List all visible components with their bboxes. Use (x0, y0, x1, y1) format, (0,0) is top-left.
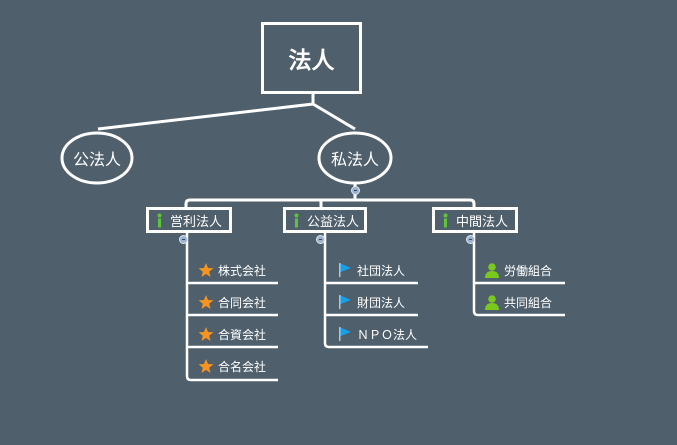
leaf-label: 社団法人 (357, 263, 406, 278)
collapse-toggle-intermediate[interactable] (466, 235, 475, 244)
leaf-item[interactable]: 社団法人 (337, 260, 405, 280)
info-icon (294, 213, 299, 227)
info-icon (443, 213, 448, 227)
category-public-interest[interactable]: 公益法人 (283, 207, 367, 233)
flag-icon (339, 327, 351, 341)
leaf-item[interactable]: 共同組合 (484, 292, 552, 312)
leaf-label: 株式会社 (218, 263, 267, 278)
leaf-label: 合同会社 (218, 295, 267, 310)
collapse-toggle-commercial[interactable] (179, 235, 188, 244)
star-icon (198, 295, 214, 309)
category-label: 中間法人 (456, 214, 509, 230)
person-icon (485, 295, 499, 310)
leaf-item[interactable]: 合名会社 (198, 356, 266, 376)
leaf-label: 財団法人 (357, 295, 406, 310)
star-icon (198, 327, 214, 341)
flag-icon (339, 295, 351, 309)
category-label: 営利法人 (170, 214, 223, 230)
leaf-label: 合資会社 (218, 327, 267, 342)
category-commercial[interactable]: 営利法人 (146, 207, 232, 233)
collapse-toggle-public-interest[interactable] (316, 235, 325, 244)
root-node-label: 法人 (288, 48, 335, 74)
person-icon (485, 263, 499, 278)
leaf-label: 労働組合 (504, 263, 553, 278)
leaf-label: ＮＰＯ法人 (357, 327, 418, 342)
collapse-toggle-private[interactable] (351, 186, 360, 195)
leaf-label: 共同組合 (504, 295, 553, 310)
leaf-item[interactable]: 株式会社 (198, 260, 266, 280)
category-label: 公益法人 (307, 214, 360, 230)
leaf-item[interactable]: ＮＰＯ法人 (337, 324, 417, 344)
category-intermediate[interactable]: 中間法人 (432, 207, 518, 233)
node-ellipse-public (60, 131, 134, 185)
star-icon (198, 263, 214, 277)
flag-icon (339, 263, 351, 277)
leaf-item[interactable]: 労働組合 (484, 260, 552, 280)
leaf-item[interactable]: 合同会社 (198, 292, 266, 312)
node-public-corporation[interactable]: 公法人 (72, 150, 121, 169)
node-private-corporation[interactable]: 私法人 (330, 150, 379, 169)
leaf-item[interactable]: 合資会社 (198, 324, 266, 344)
root-node-box[interactable] (261, 22, 362, 94)
star-icon (198, 359, 214, 373)
info-icon (157, 213, 162, 227)
leaf-item[interactable]: 財団法人 (337, 292, 405, 312)
leaf-label: 合名会社 (218, 359, 267, 374)
